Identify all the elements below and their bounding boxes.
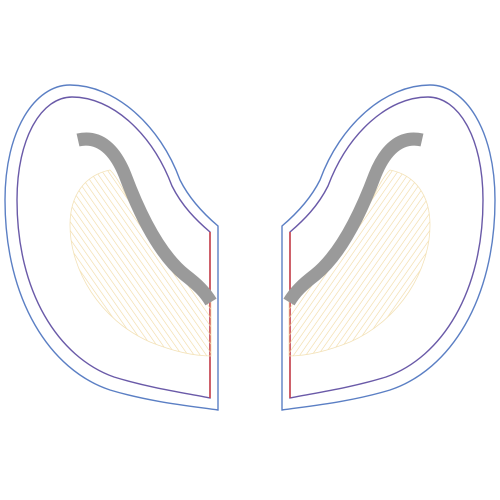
right-outer-outline xyxy=(281,84,496,411)
left-eye-piece xyxy=(4,84,219,411)
right-eye-piece xyxy=(281,84,496,411)
left-outer-outline xyxy=(4,84,219,411)
left-grey-stripe xyxy=(76,132,217,306)
left-inner-outline xyxy=(16,96,211,399)
right-inner-outline xyxy=(289,96,484,399)
right-grey-stripe xyxy=(283,132,424,306)
